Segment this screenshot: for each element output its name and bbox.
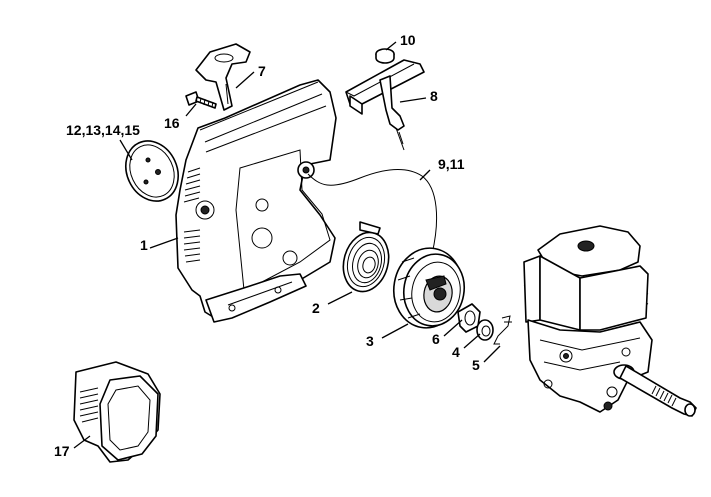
- callout-3: 3: [366, 333, 374, 349]
- callout-1: 1: [140, 237, 148, 253]
- callout-10: 10: [400, 32, 416, 48]
- cover-disc: [125, 140, 179, 202]
- air-filter: [73, 361, 161, 463]
- rope-rotor: [393, 247, 465, 329]
- screw: [185, 91, 217, 109]
- callout-6: 6: [432, 331, 440, 347]
- t-wrench: [345, 48, 425, 151]
- starter-rope: [307, 169, 438, 255]
- callout-5: 5: [472, 357, 480, 373]
- engine-block: [523, 225, 697, 417]
- washer: [476, 319, 494, 341]
- rewind-spring: [342, 221, 390, 293]
- callout-8: 8: [430, 88, 438, 104]
- callout-2: 2: [312, 300, 320, 316]
- callout-4: 4: [452, 344, 460, 360]
- callout-9-11: 9,11: [438, 156, 465, 172]
- fan-housing: [175, 79, 337, 323]
- callout-12-15: 12,13,14,15: [66, 122, 140, 138]
- callout-7: 7: [258, 63, 266, 79]
- callout-16: 16: [164, 115, 180, 131]
- spring-clip: [493, 315, 512, 345]
- leader-lines: [73, 41, 501, 449]
- starter-grip: [195, 43, 251, 111]
- callout-labels: 1 2 3 4 5 6 7 8 9,11 10 12,13,14,15 16 1…: [54, 32, 480, 459]
- callout-17: 17: [54, 443, 70, 459]
